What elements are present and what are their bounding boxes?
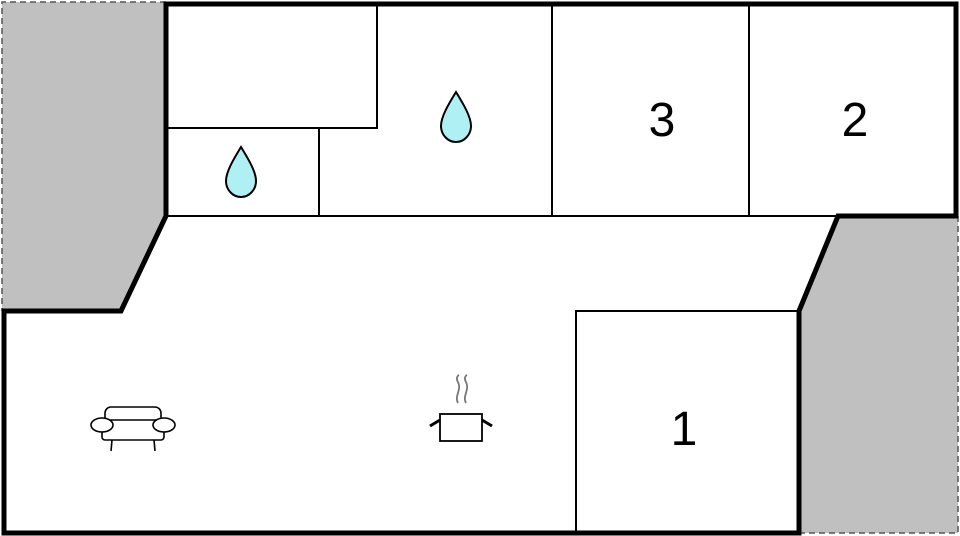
interior-walls [166,4,838,533]
cooking-pot-icon [429,374,493,442]
bedroom-3-label: 3 [649,94,676,147]
water-drop-icon [224,145,258,199]
bedroom-1-label: 1 [671,403,698,456]
terrace-right [799,216,959,534]
sofa-icon [90,406,176,452]
terrace-left [1,1,166,311]
water-drop-icon [439,90,473,144]
bedroom-2-label: 2 [842,94,869,147]
